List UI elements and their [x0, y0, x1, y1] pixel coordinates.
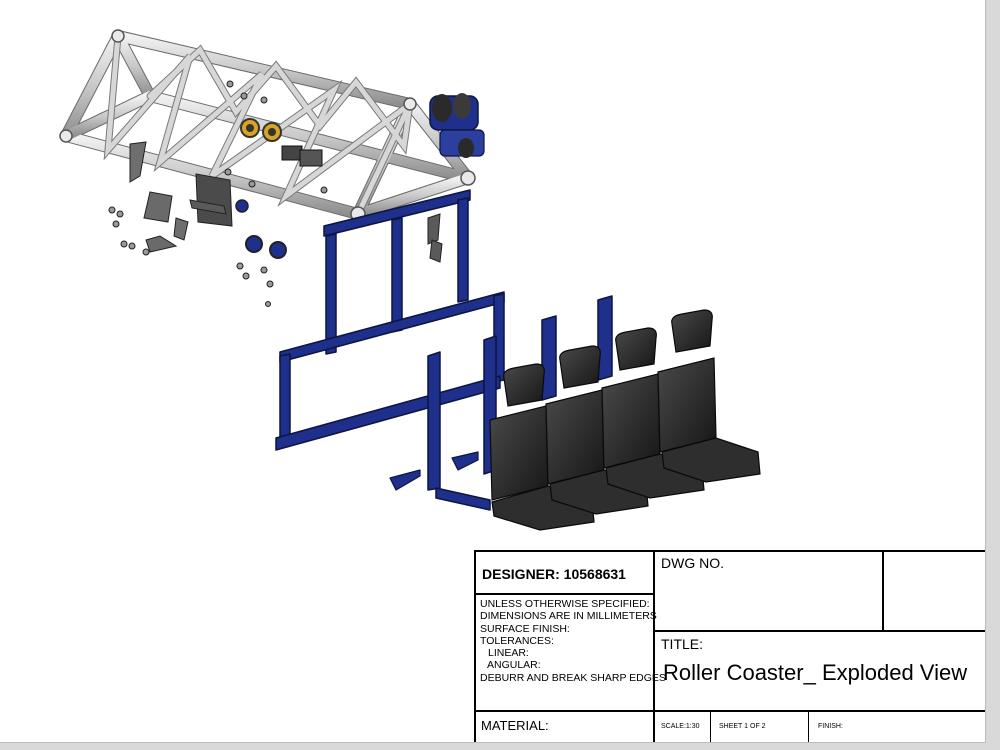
finish-label: FINISH: [818, 723, 843, 730]
seat-row [489, 309, 761, 531]
brackets-and-fasteners [108, 80, 443, 307]
note-line: TOLERANCES: [480, 634, 554, 647]
wheel-assembly [235, 93, 485, 259]
material-label: MATERIAL: [481, 718, 549, 733]
truss-assembly [59, 29, 476, 222]
title-label: TITLE: [661, 636, 704, 652]
note-line: DIMENSIONS ARE IN MILLIMETERS [480, 610, 657, 623]
general-notes: UNLESS OTHERWISE SPECIFIED: DIMENSIONS A… [480, 598, 666, 684]
scale-label: SCALE:1:30 [661, 723, 700, 730]
designer-label: DESIGNER: 10568631 [482, 566, 626, 582]
sheet-number: SHEET 1 OF 2 [719, 723, 766, 730]
note-line: LINEAR: [488, 647, 529, 660]
note-line: UNLESS OTHERWISE SPECIFIED: [480, 598, 650, 610]
drawing-sheet: DESIGNER: 10568631 DWG NO. UNLESS OTHERW… [0, 0, 986, 743]
drawing-title: Roller Coaster_ Exploded View [663, 660, 968, 685]
blue-frame-assembly [275, 189, 613, 511]
dwg-no-label: DWG NO. [661, 555, 724, 571]
exploded-view-drawing [59, 29, 761, 531]
note-line: SURFACE FINISH: [480, 622, 570, 635]
note-line: DEBURR AND BREAK SHARP EDGES [480, 671, 666, 684]
note-line: ANGULAR: [487, 659, 541, 672]
